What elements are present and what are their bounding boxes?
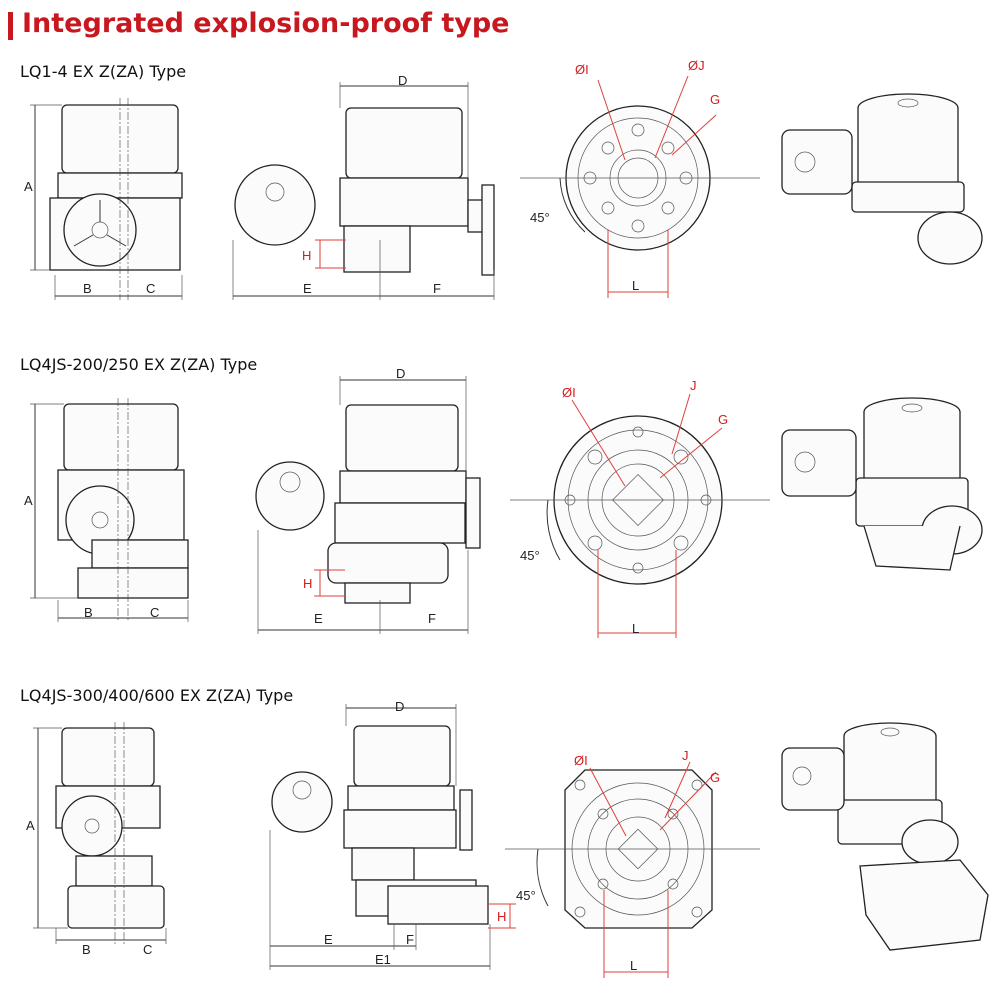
row-3-dim-E: E (324, 932, 333, 947)
row-2-dim-F: F (428, 611, 436, 626)
row-2-dim-J: J (690, 378, 697, 393)
row-3-flange-view (505, 761, 760, 978)
row-3-3d-illustration (781, 722, 989, 951)
row-2-dim-D: D (396, 366, 405, 381)
row-3-dim-D: D (395, 699, 404, 714)
row-3-dim-L: L (630, 958, 637, 973)
row-2-dim-angle: 45° (520, 548, 540, 563)
row-2-dim-G: G (718, 412, 728, 427)
row-1-side-view (232, 82, 495, 300)
row-1-dim-G: G (710, 92, 720, 107)
row-1-3d-illustration (781, 93, 983, 265)
row-1-dim-B: B (83, 281, 92, 296)
row-2-label: LQ4JS-200/250 EX Z(ZA) Type (20, 355, 258, 374)
row-3-dim-C: C (143, 942, 152, 957)
row-1-dim-J: ØJ (688, 58, 705, 73)
row-3-dim-angle: 45° (516, 888, 536, 903)
row-3-front-view (33, 722, 167, 944)
row-1-label: LQ1-4 EX Z(ZA) Type (20, 62, 187, 81)
row-3-dim-E1: E1 (375, 952, 391, 967)
row-1-dim-A: A (24, 179, 33, 194)
row-1-dim-I: ØI (575, 62, 589, 77)
title-accent-bar (8, 12, 13, 40)
row-2-dim-B: B (84, 605, 93, 620)
row-3-dim-H: H (497, 909, 506, 924)
row-1-drawings: A B C D E F H (24, 58, 983, 300)
row-1-dim-F: F (433, 281, 441, 296)
row-3-dim-J: J (682, 748, 689, 763)
row-2-drawings: A B C D E F H (24, 366, 983, 638)
row-1-front-view (30, 98, 183, 300)
row-1-dim-angle: 45° (530, 210, 550, 225)
row-2-dim-C: C (150, 605, 159, 620)
row-2-3d-illustration (781, 397, 983, 571)
row-2-dim-L: L (632, 621, 639, 636)
row-1-dim-E: E (303, 281, 312, 296)
row-2-front-view (30, 398, 189, 622)
page-title: Integrated explosion-proof type (22, 8, 510, 39)
row-2-flange-view (510, 393, 770, 638)
row-2-dim-A: A (24, 493, 33, 508)
row-1-dim-D: D (398, 73, 407, 88)
row-1-flange-view (520, 75, 760, 298)
row-3-dim-G: G (710, 770, 720, 785)
row-2-dim-E: E (314, 611, 323, 626)
row-2-dim-H: H (303, 576, 312, 591)
row-1-dim-L: L (632, 278, 639, 293)
row-1-dim-H: H (302, 248, 311, 263)
row-3-side-view (269, 704, 516, 970)
row-1-dim-C: C (146, 281, 155, 296)
row-3-dim-A: A (26, 818, 35, 833)
row-2-dim-I: ØI (562, 385, 576, 400)
row-2-side-view (255, 376, 481, 634)
row-3-dim-B: B (82, 942, 91, 957)
row-3-dim-F: F (406, 932, 414, 947)
row-3-drawings: A B C D E F E1 H (26, 699, 989, 978)
row-3-dim-I: ØI (574, 753, 588, 768)
row-3-label: LQ4JS-300/400/600 EX Z(ZA) Type (20, 686, 294, 705)
